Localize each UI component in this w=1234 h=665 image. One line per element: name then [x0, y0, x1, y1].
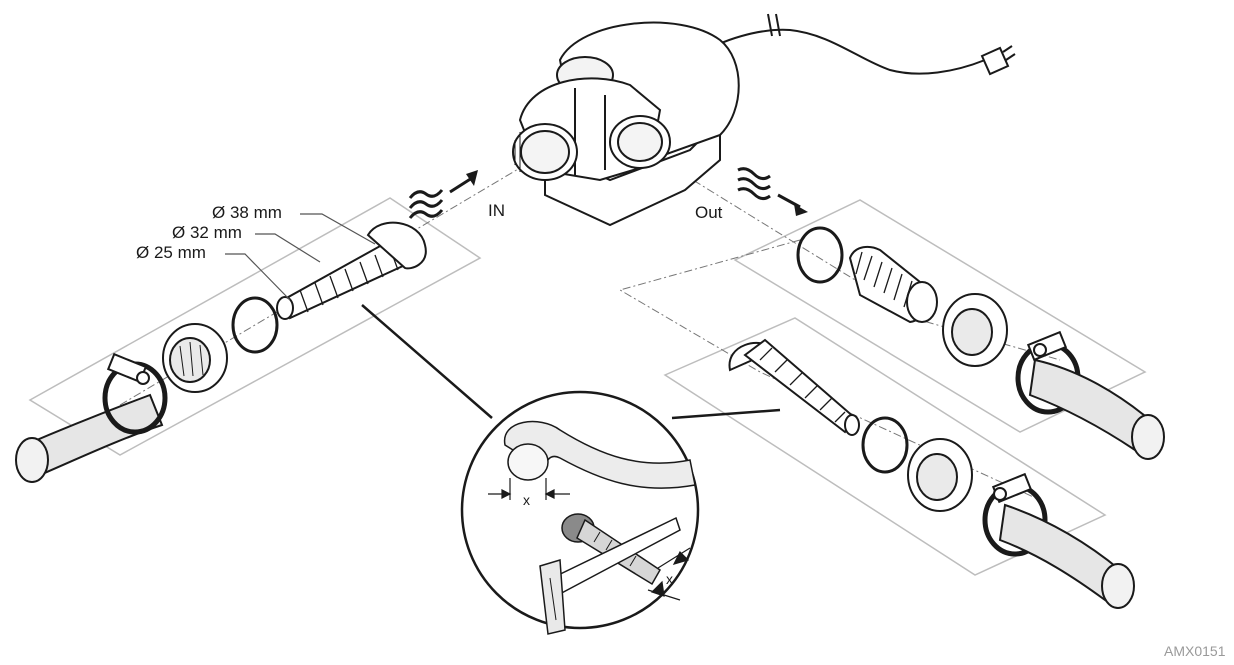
diameter-32-label: Ø 32 mm: [172, 223, 242, 242]
labels: Ø 38 mm Ø 32 mm Ø 25 mm IN Out x x AMX01…: [136, 201, 1226, 659]
cut-width-label-tail: x: [666, 571, 673, 587]
inlet-label: IN: [488, 201, 505, 220]
leader-25: [225, 253, 291, 301]
pump-icon: [512, 21, 740, 227]
power-cable: [699, 13, 986, 79]
hose-clamp-icon: [982, 472, 1048, 557]
leader-32: [255, 233, 321, 263]
inlet-assembly: [15, 221, 427, 483]
outlet-axis-top: [679, 171, 1061, 361]
hose-tail-icon: [276, 221, 427, 320]
hose-tail-icon: [728, 338, 860, 436]
outlet-assembly-bottom: [728, 338, 1135, 609]
hose-clamp-icon: [102, 352, 168, 435]
flow-arrow-icon: [408, 167, 808, 219]
detail-callout: [361, 304, 781, 420]
cutting-detail: [460, 390, 700, 635]
o-ring-icon: [231, 296, 279, 354]
o-ring-icon: [796, 226, 844, 284]
hose-icon: [23, 393, 164, 477]
dimension-leaders: [225, 213, 376, 301]
diameter-38-label: Ø 38 mm: [212, 203, 282, 222]
outlet-assembly-top: [796, 226, 1165, 460]
union-nut-icon: [942, 293, 1008, 367]
hose-icon: [504, 420, 696, 489]
o-ring-icon: [861, 416, 909, 474]
outlet-label: Out: [695, 203, 723, 222]
figure-code: AMX0151: [1164, 643, 1226, 659]
outlet-axis-bottom: [618, 239, 1041, 501]
saw-icon: [539, 516, 681, 635]
outlet-tray-bottom: [663, 317, 1107, 576]
leader-38: [300, 213, 376, 245]
cut-width-label-hose: x: [523, 492, 530, 508]
union-nut-icon: [907, 438, 973, 512]
hose-tail-icon: [848, 245, 938, 324]
union-nut-icon: [162, 323, 228, 393]
outlet-tray-top: [733, 199, 1147, 433]
diameter-25-label: Ø 25 mm: [136, 243, 206, 262]
power-plug-icon: [980, 45, 1016, 76]
